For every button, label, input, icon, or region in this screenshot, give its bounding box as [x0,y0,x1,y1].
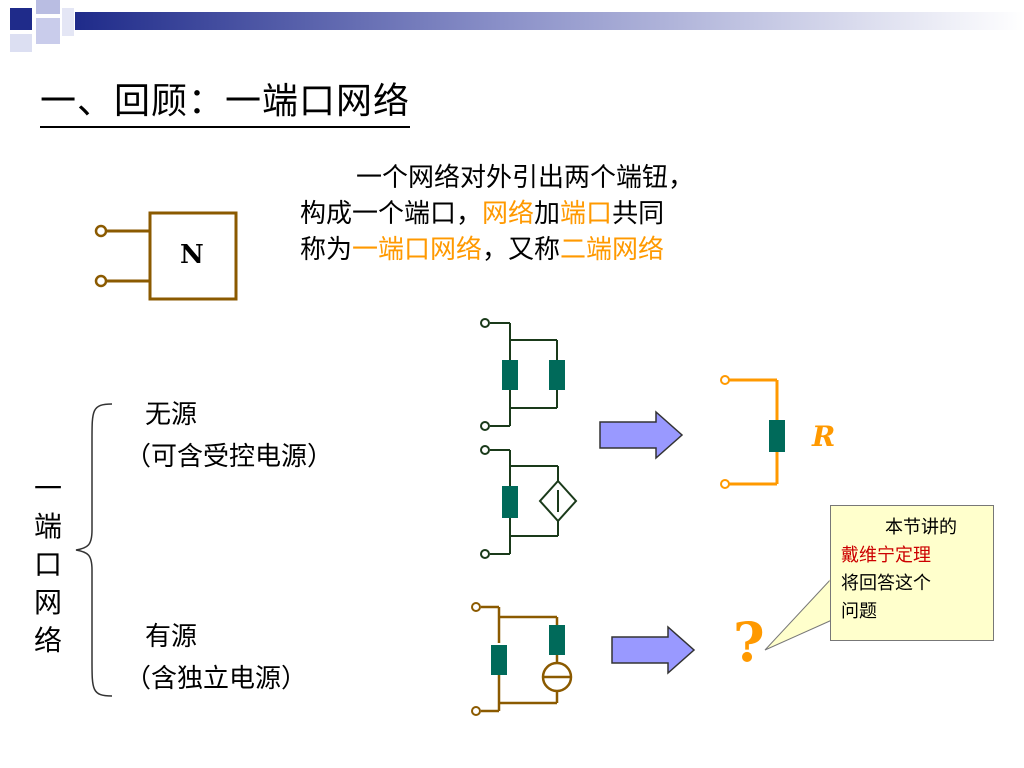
passive-note: （可含受控电源） [125,442,334,472]
passive-dependent-source-circuit [480,445,578,559]
vertical-title: 一 端 口 网 络 [33,472,62,657]
resistor-label: R [812,420,836,453]
arrow-right-icon [599,410,684,460]
arrow-right-icon [611,625,696,675]
description-line-2: 构成一个端口，网络加端口共同 [300,199,665,229]
active-source-circuit [471,602,573,716]
header-decoration [10,0,1024,52]
brace-icon [75,403,113,697]
description-line-3: 称为一端口网络，又称二端网络 [300,235,665,265]
callout-line-2: 戴维宁定理 [841,545,931,566]
callout-line-1: 本节讲的 [885,517,957,538]
active-note: （含独立电源） [125,664,308,694]
question-mark: ? [733,610,765,674]
callout-box: 本节讲的 戴维宁定理 将回答这个 问题 [830,505,994,641]
description-line-1: 一个网络对外引出两个端钮， [356,163,695,193]
page-title: 一、回顾：一端口网络 [40,80,411,128]
callout-line-3: 将回答这个 [841,573,931,594]
callout-line-4: 问题 [841,601,877,622]
callout-tail [764,576,833,651]
network-box-diagram [94,211,238,301]
equivalent-resistor-circuit [720,375,785,489]
active-title: 有源 [145,622,198,652]
passive-title: 无源 [145,400,198,430]
passive-resistor-circuit [480,318,565,431]
network-box-label: N [180,240,204,270]
description-text: 一个网络对外引出两个端钮， 构成一个端口，网络加端口共同 称为一端口网络，又称二… [300,160,820,268]
